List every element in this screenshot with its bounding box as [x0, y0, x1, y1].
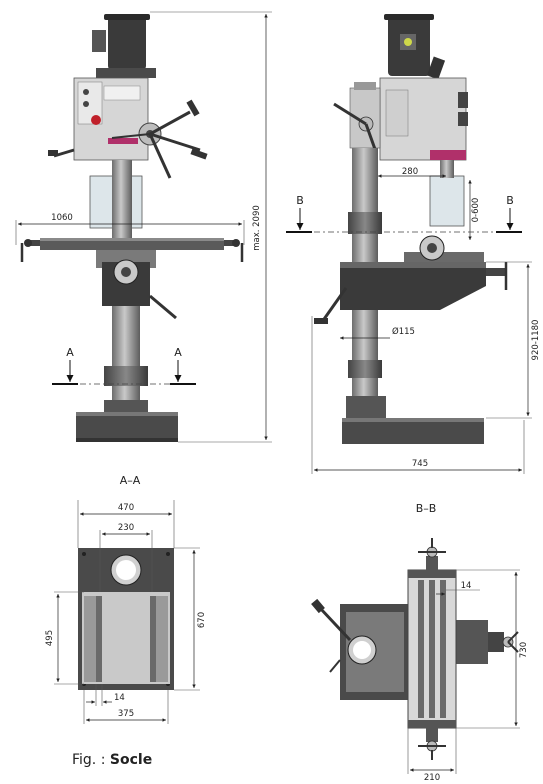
caption-prefix: Fig. : [72, 752, 110, 768]
dim-depth: 745 [412, 459, 428, 469]
dim-max-height: max. 2090 [252, 205, 262, 251]
front-base [76, 412, 178, 442]
dim-spindle-reach: 280 [402, 167, 418, 177]
side-base [342, 418, 484, 444]
dim-table-travel: 0-600 [471, 198, 481, 223]
dim-table-length: 730 [519, 642, 529, 658]
dim-base-width: 470 [118, 503, 134, 513]
side-knee [340, 262, 486, 310]
front-column [112, 306, 140, 410]
dim-table-width: 1060 [51, 213, 73, 223]
side-dimensions: 280 0-600 B B Ø115 920-1180 745 [286, 167, 541, 474]
section-bb-title: B–B [416, 502, 437, 515]
dim-base-length: 670 [197, 612, 207, 628]
dim-base-slot: 14 [114, 693, 125, 703]
dim-base-slot-height: 495 [45, 630, 55, 646]
side-view [314, 14, 508, 444]
section-aa: A–A 470 230 670 495 14 [45, 474, 207, 724]
dim-table-slot: 14 [461, 581, 472, 591]
section-aa-title: A–A [120, 474, 141, 487]
front-dimensions: max. 2090 1060 A A [15, 11, 272, 443]
dim-base-inner: 230 [118, 523, 134, 533]
section-b-left: B [296, 194, 304, 207]
section-a-left: A [66, 346, 74, 359]
dim-table-height: 920-1180 [531, 320, 541, 361]
front-motor [108, 14, 146, 70]
section-bb: B–B 730 1 [311, 502, 529, 783]
front-stop-button [91, 115, 101, 125]
figure-caption: Fig. : Socle [72, 752, 152, 768]
caption-title: Socle [109, 752, 153, 768]
front-view [20, 14, 244, 442]
section-a-right: A [174, 346, 182, 359]
dim-table-width-small: 210 [424, 773, 440, 783]
section-b-right: B [506, 194, 514, 207]
dim-column-diameter: Ø115 [392, 326, 415, 337]
side-spindle-guard [429, 175, 465, 227]
dim-base-bolt: 375 [118, 709, 134, 719]
